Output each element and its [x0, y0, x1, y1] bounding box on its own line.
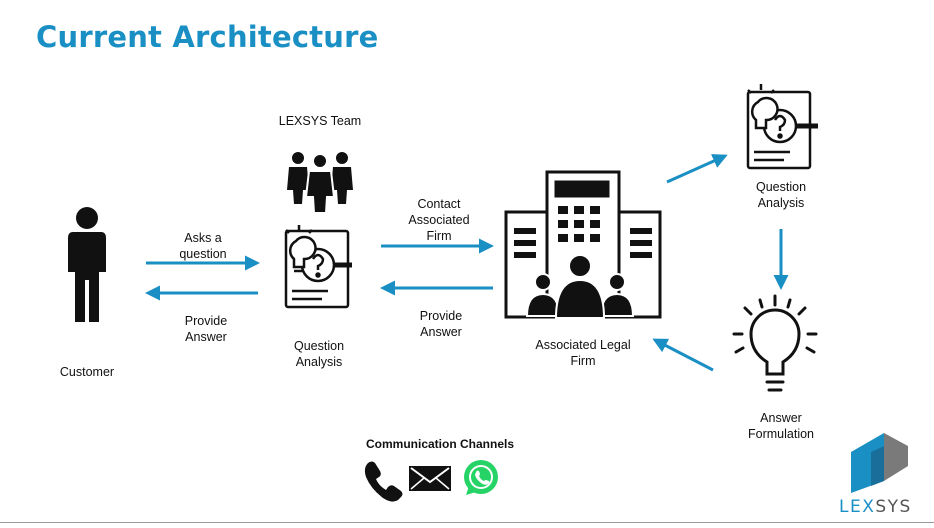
team-icon	[287, 152, 353, 214]
customer-person-icon	[68, 207, 106, 322]
phone-icon	[364, 461, 403, 502]
mail-icon	[409, 466, 451, 491]
customer-label: Customer	[59, 365, 115, 379]
footer-divider	[0, 522, 934, 523]
lexsys-team-label: LEXSYS Team	[278, 114, 362, 128]
arrow-formulation-to-firm	[652, 338, 714, 372]
question-analysis-right-icon	[746, 84, 818, 170]
page-title: Current Architecture	[36, 20, 379, 54]
brand-part-lex: LEX	[839, 497, 876, 517]
associated-firm-label: Associated Legal Firm	[535, 338, 631, 368]
question-analysis-center-label: Question Analysis	[293, 339, 345, 369]
question-analysis-right-label: Question Analysis	[755, 180, 807, 210]
contact-firm-label: Contact Associated Firm	[408, 197, 470, 243]
lightbulb-icon	[732, 294, 818, 392]
answer-formulation-label: Answer Formulation	[748, 411, 814, 441]
question-analysis-center-icon	[284, 225, 352, 309]
lexsys-logo-icon	[851, 433, 908, 493]
channels-heading: Communication Channels	[365, 437, 514, 451]
asks-question-label: Asks a question	[179, 231, 227, 261]
provide-answer-mid-label: Provide Answer	[419, 309, 463, 339]
arrow-firm-to-analysis	[666, 154, 728, 184]
whatsapp-icon	[464, 460, 498, 495]
lexsys-brand: LEXSYS	[839, 497, 912, 517]
firm-people-icon	[525, 254, 635, 319]
firm-building-icon	[504, 170, 662, 319]
brand-part-sys: SYS	[875, 497, 912, 517]
provide-answer-left-label: Provide Answer	[184, 314, 228, 344]
